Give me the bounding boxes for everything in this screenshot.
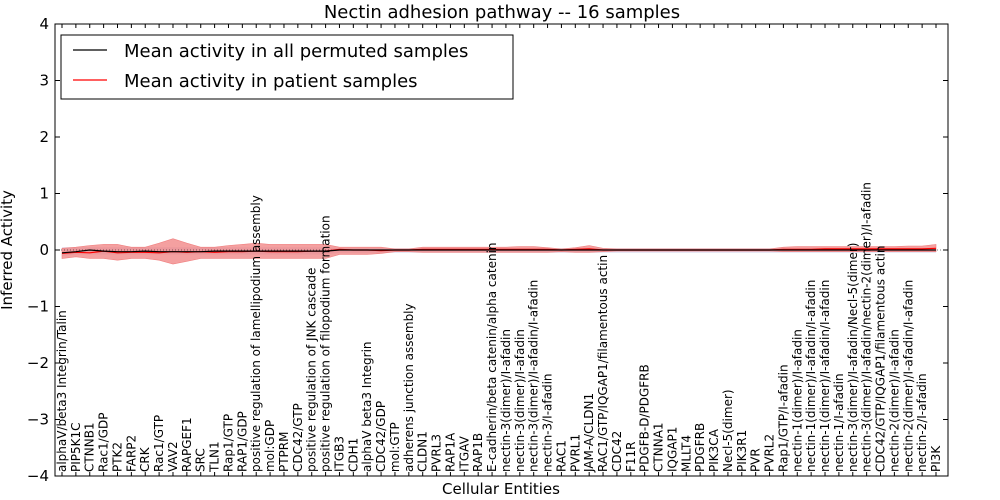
x-tick-label: CDC42/GDP [374,401,388,472]
x-tick-label: CDC42 [610,431,624,472]
x-tick-label: PVR [749,448,763,472]
x-tick-label: F11R [624,441,638,472]
x-tick-label: positive regulation of lamellipodium ass… [249,195,263,472]
x-tick-label: mol:GTP [388,422,402,472]
x-tick-label: nectin-3(dimer)/I-afadin/Necl-5(dimer) [846,242,860,472]
y-tick-label: 4 [39,15,49,33]
x-tick-label: PDGFRB [693,423,707,472]
x-tick-label: ITGB3 [333,436,347,472]
x-tick-label: mol:GDP [263,420,277,472]
x-tick-label: RAPGEF1 [180,417,194,472]
x-tick-label: nectin-3(dimer)/I-afadin/nectin-2(dimer)… [860,182,874,472]
x-tick-label: MLLT4 [679,435,693,472]
legend-label-patient: Mean activity in patient samples [124,71,418,92]
x-tick-label: PTPRM [277,432,291,473]
y-tick-label: 2 [39,128,49,146]
x-tick-label: Rac1/GTP [152,415,166,472]
x-tick-label: Necl-5(dimer) [721,389,735,472]
y-tick-label: −4 [27,467,49,485]
x-tick-label: PVRL1 [568,434,582,472]
patient-spread-band [61,238,937,265]
x-tick-label: SRC [194,448,208,472]
x-tick-label: Rap1/GTP/I-afadin [776,364,790,472]
x-tick-label: positive regulation of JNK cascade [305,268,319,472]
x-tick-label: Rac1/GDP [97,412,111,471]
x-tick-label: nectin-1(dimer)/I-afadin [790,329,804,472]
x-tick-label: ITGAV [457,435,471,472]
permuted-mean-line [61,249,936,254]
x-tick-label: PVRL3 [430,434,444,472]
x-tick-label: nectin-3(dimer)/I-afadin [499,329,513,472]
x-tick-label: positive regulation of filopodium format… [319,215,333,472]
plot-area [55,238,948,265]
x-tick-label: nectin-1/I-afadin [832,373,846,472]
x-tick-label: nectin-3(dimer)/I-afadin [513,329,527,472]
x-tick-label: RAP1A [443,432,457,472]
x-tick-label: RAP1/GDP [235,411,249,472]
x-tick-label: E-cadherin/beta catenin/alpha catenin [485,242,499,472]
x-tick-label: PIP5K1C [69,422,83,472]
legend-label-permuted: Mean activity in all permuted samples [124,41,468,62]
x-tick-label: PDGFB-D/PDGFRB [638,364,652,472]
x-tick-label: alphaV beta3 Integrin [360,341,374,472]
x-tick-label: VAV2 [166,441,180,472]
x-tick-label: PI3K [929,445,943,472]
x-tick-label: Rap1/GTP [222,414,236,472]
x-tick-label: nectin-3/I-afadin [541,373,555,472]
legend: Mean activity in all permuted samples Me… [60,34,514,100]
y-tick-label: −1 [27,298,49,316]
x-tick-label: CLDN1 [416,431,430,472]
x-axis-label: Cellular Entities [442,480,560,498]
chart-title: Nectin adhesion pathway -- 16 samples [324,2,680,23]
x-tick-label: JAM-A/CLDN1 [582,393,596,473]
x-tick-label: nectin-2(dimer)/I-afadin [887,329,901,472]
x-tick-label: nectin-1(dimer)/I-afadin/I-afadin [804,280,818,472]
x-tick-label: CTNNA1 [652,422,666,472]
x-tick-label: adherens junction assembly [402,303,416,472]
x-tick-label: RAC1 [554,440,568,472]
x-tick-label: CDH1 [346,438,360,472]
x-tick-label: PVRL2 [763,434,777,472]
x-tick-label: RAP1B [471,433,485,472]
x-tick-label: PTK2 [111,442,125,472]
y-tick-label: 3 [39,72,49,90]
y-tick-label: 1 [39,185,49,203]
x-tick-label: CDC42/GTP [291,403,305,472]
y-tick-label: −2 [27,354,49,372]
x-tick-label: CDC42/GTP/IQGAP1/filamentous actin [874,246,888,472]
x-tick-label: nectin-3(dimer)/I-afadin/I-afadin [527,280,541,472]
y-tick-label: 0 [39,241,49,259]
y-axis-label: Inferred Activity [0,190,16,310]
legend-box [60,34,514,100]
x-tick-label: RAC1/GTP/IQGAP1/filamentous actin [596,255,610,472]
x-tick-label: FARP2 [124,435,138,472]
x-tick-label: nectin-2(dimer)/I-afadin/I-afadin [901,280,915,472]
x-tick-label: PIK3R1 [735,430,749,472]
y-tick-label: −3 [27,411,49,429]
x-tick-label: alphaV/beta3 Integrin/Talin [55,310,69,472]
x-tick-label: CRK [138,446,152,472]
x-tick-label: PIK3CA [707,428,721,472]
axes: −4 −3 −2 −1 0 1 2 3 4 alphaV/beta3 Integrin/Talin… [27,15,948,485]
x-tick-label: IQGAP1 [665,427,679,472]
x-tick-label: nectin-1(dimer)/I-afadin/I-afadin [818,280,832,472]
x-tick-label: TLN1 [208,441,222,473]
x-tick-label: CTNNB1 [83,422,97,472]
x-tick-label: nectin-2/I-afadin [915,373,929,472]
